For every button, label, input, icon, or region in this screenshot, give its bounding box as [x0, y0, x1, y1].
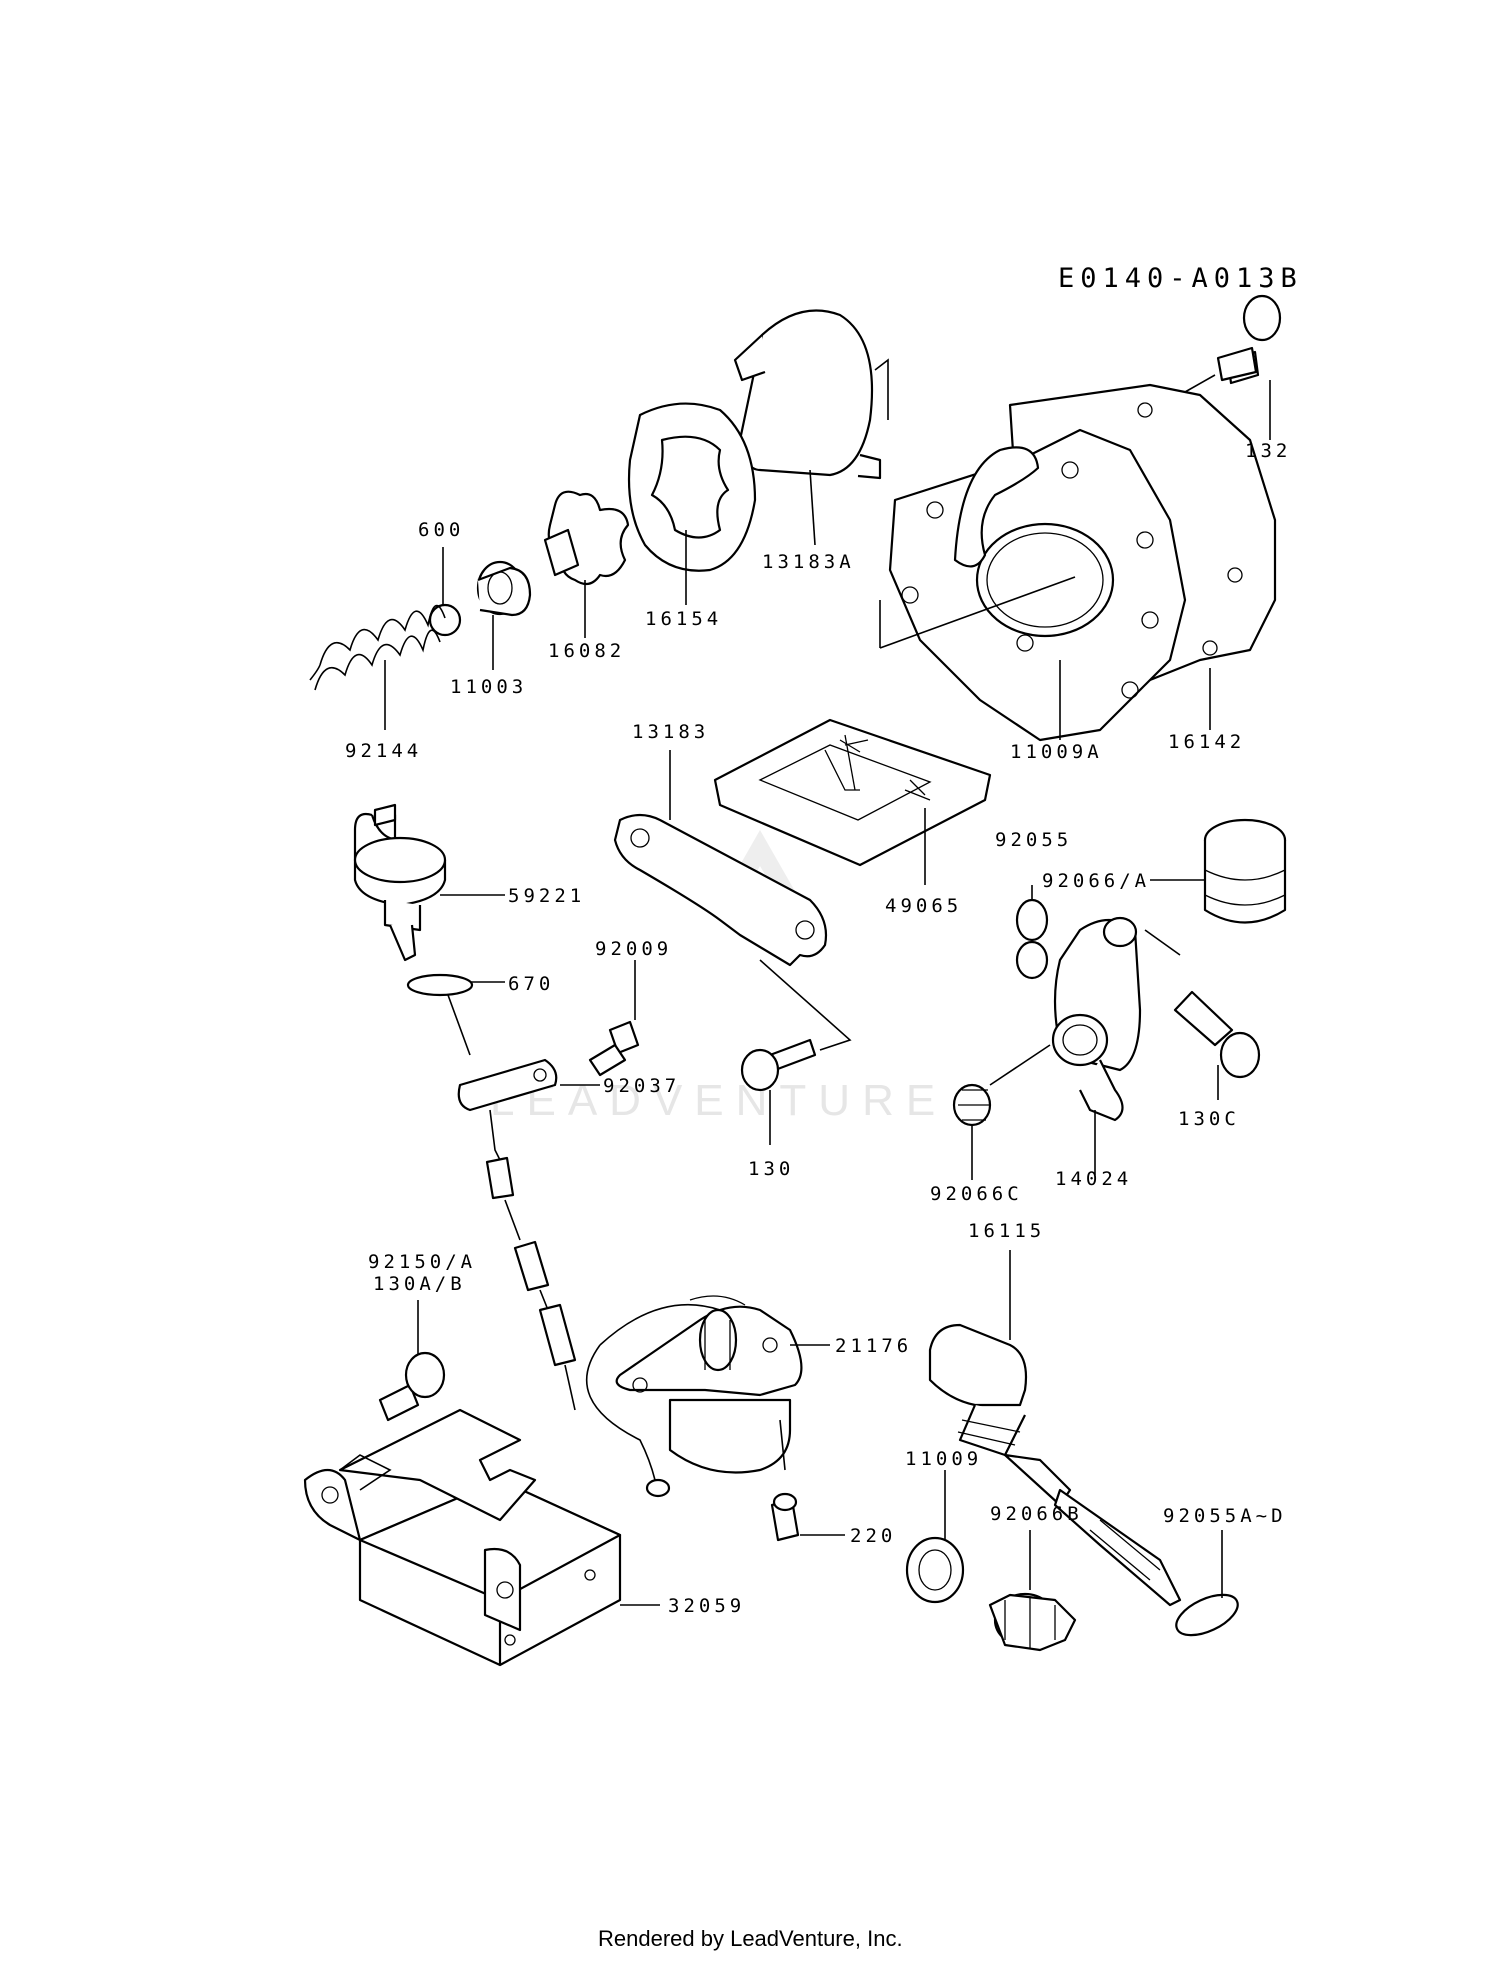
label-130: 130 [748, 1158, 794, 1180]
part-16154-rotor[interactable] [627, 402, 757, 605]
part-16082-rotor[interactable] [543, 490, 630, 638]
label-130C: 130C [1178, 1108, 1240, 1130]
label-11009A: 11009A [1010, 741, 1103, 763]
label-130AB: 130A/B [373, 1273, 466, 1295]
label-14024: 14024 [1055, 1168, 1132, 1190]
part-49065-filter[interactable] [713, 718, 992, 885]
part-16142-cover[interactable] [879, 383, 1277, 742]
part-labels: 132 600 13183A 16154 16082 11003 92144 1… [345, 440, 1291, 1617]
part-92144-spring[interactable] [309, 604, 446, 730]
part-16115-dipstick[interactable] [928, 1250, 1182, 1607]
label-32059: 32059 [668, 1595, 745, 1617]
label-16115: 16115 [968, 1220, 1045, 1242]
part-92037-sleeve[interactable] [457, 1058, 600, 1112]
part-132-bolt[interactable] [1184, 294, 1282, 440]
part-92009-screw[interactable] [588, 960, 640, 1077]
label-220: 220 [850, 1525, 896, 1547]
label-16142: 16142 [1168, 731, 1245, 753]
part-92066B-plug[interactable] [988, 1530, 1077, 1652]
part-59221-switch[interactable] [353, 803, 505, 962]
label-132: 132 [1245, 440, 1291, 462]
part-130-bolt[interactable] [740, 1038, 817, 1145]
label-600: 600 [418, 519, 464, 541]
part-11009-washer[interactable] [905, 1470, 965, 1604]
label-13183: 13183 [632, 721, 709, 743]
footer-credit: Rendered by LeadVenture, Inc. [598, 1926, 903, 1951]
label-92066A: 92066/A [1042, 870, 1150, 892]
part-600-ball[interactable] [428, 547, 462, 637]
label-92144: 92144 [345, 740, 422, 762]
label-13183A: 13183A [762, 551, 855, 573]
label-16154: 16154 [645, 608, 722, 630]
part-670-oring[interactable] [406, 973, 505, 1056]
part-92055-oring[interactable] [1015, 885, 1049, 980]
label-92055AD: 92055A~D [1163, 1505, 1287, 1527]
label-92066C: 92066C [930, 1183, 1023, 1205]
label-92037: 92037 [603, 1075, 680, 1097]
label-92150A: 92150/A [368, 1251, 476, 1273]
label-92009: 92009 [595, 938, 672, 960]
part-32059-bracket[interactable] [303, 1408, 660, 1667]
label-16082: 16082 [548, 640, 625, 662]
label-59221: 59221 [508, 885, 585, 907]
label-11003: 11003 [450, 676, 527, 698]
diagram-code: E0140-A013B [1058, 263, 1303, 294]
part-wire-harness[interactable] [485, 1109, 577, 1411]
part-220-screw[interactable] [770, 1492, 845, 1542]
part-130C-bolt[interactable] [1144, 929, 1261, 1100]
part-130AB-bolt[interactable] [378, 1300, 446, 1422]
part-92066A-cap[interactable] [1150, 818, 1287, 924]
part-11003-sleeve[interactable] [476, 560, 532, 670]
label-92055: 92055 [995, 829, 1072, 851]
label-49065: 49065 [885, 895, 962, 917]
part-11009A-gasket-line [1059, 660, 1211, 740]
part-92055AD-oring[interactable] [1170, 1530, 1243, 1643]
label-670: 670 [508, 973, 554, 995]
label-21176: 21176 [835, 1335, 912, 1357]
part-92066C-plug[interactable] [952, 1083, 992, 1180]
part-14024-bracket[interactable] [989, 916, 1142, 1175]
part-13183A-plate[interactable] [733, 309, 889, 546]
watermark-text: LEADVENTURE [490, 1076, 947, 1125]
label-92066B: 92066B [990, 1503, 1083, 1525]
part-21176-solenoid[interactable] [585, 1295, 830, 1498]
part-13183-plate[interactable] [613, 750, 852, 1051]
label-11009: 11009 [905, 1448, 982, 1470]
